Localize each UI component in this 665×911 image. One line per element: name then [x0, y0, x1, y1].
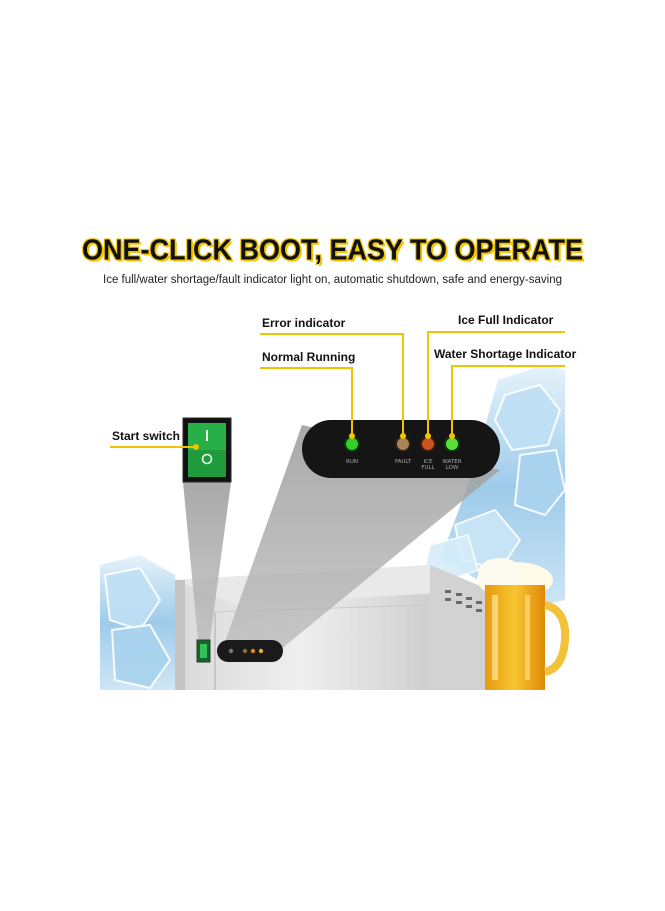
switch-beam: [183, 482, 231, 640]
callout-error-indicator: Error indicator: [262, 316, 346, 330]
machine-control-strip: [217, 640, 283, 662]
callout-start-switch: Start switch: [112, 429, 181, 443]
callout-ice-full: Ice Full Indicator: [458, 313, 554, 327]
run-label: RUN: [346, 459, 358, 465]
beer-mug: [477, 558, 570, 690]
callout-water-shortage: Water Shortage Indicator: [434, 347, 577, 361]
water-low-label-line1: WATER: [442, 459, 462, 465]
ice-cubes-left: [100, 555, 180, 690]
water-low-led: [444, 436, 460, 452]
callout-normal-running: Normal Running: [262, 350, 356, 364]
ice-cubes-right: [424, 365, 567, 610]
fault-led: [395, 436, 411, 452]
run-led: [344, 436, 360, 452]
fault-label: FAULT: [394, 459, 412, 465]
subline: Ice full/water shortage/fault indicator …: [103, 274, 562, 286]
ice-full-label-line1: ICE: [423, 459, 433, 465]
ice-full-label: ICE FULL: [413, 459, 443, 471]
water-low-label-line2: LOW: [445, 465, 459, 471]
ice-full-led: [420, 436, 436, 452]
ice-full-label-line2: FULL: [421, 465, 435, 471]
callout-dots: [193, 433, 455, 450]
machine-switch-small: [196, 639, 211, 663]
callout-lines: [110, 331, 565, 448]
start-switch: [182, 417, 232, 483]
water-low-label: WATER LOW: [437, 459, 467, 471]
headline: ONE-CLICK BOOT, EASY TO OPERATE: [81, 234, 584, 266]
panel-beam: [222, 425, 500, 650]
